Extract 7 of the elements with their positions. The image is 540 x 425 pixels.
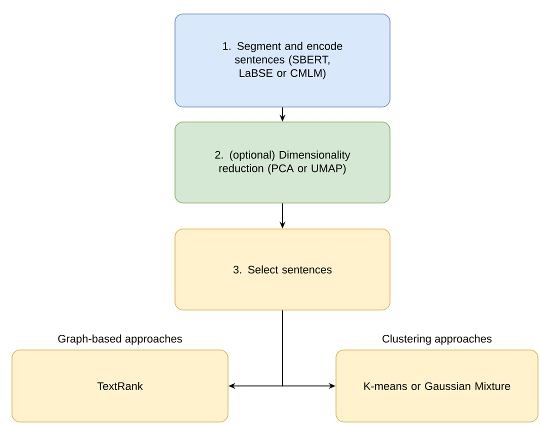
group-heading: Graph-based approaches [58,334,182,345]
process-box: 3. Select sentences [174,228,390,310]
process-box: K-means or Gaussian Mixture [336,350,538,422]
process-box: 1. Segment and encode sentences (SBERT, LaBSE or CMLM) [174,14,390,108]
process-box: 2. (optional) Dimensionality reduction (PCA or UMAP) [174,122,390,204]
group-heading: Clustering approaches [382,334,492,345]
process-box: TextRank [12,350,228,422]
